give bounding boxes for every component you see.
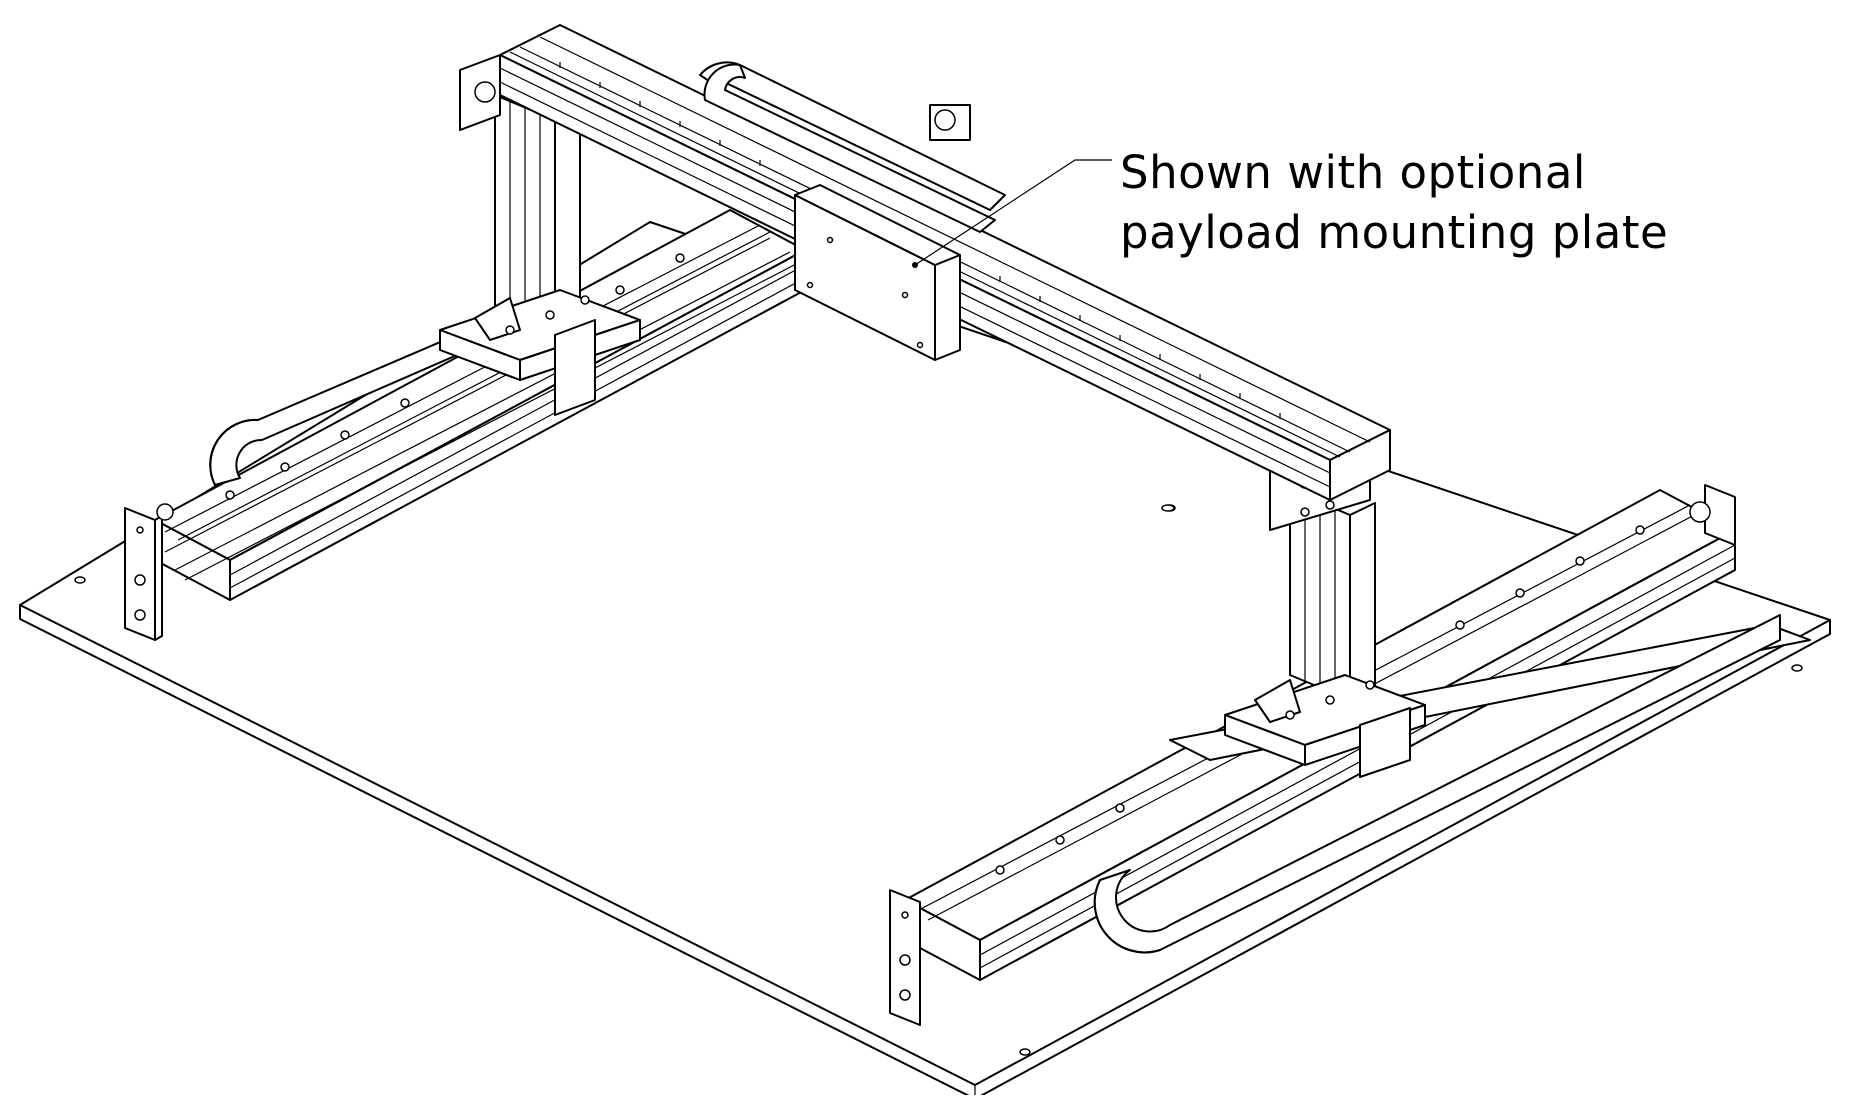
top-cable-chain [699,61,1006,233]
left-upright [439,94,641,416]
left-cable-chain [209,324,481,486]
annotation-line-2: payload mounting plate [1120,206,1669,259]
annotation-line-1: Shown with optional [1120,146,1586,199]
payload-mounting-plate [794,184,961,361]
callout-leader [914,159,1112,266]
left-y-rail [124,209,806,641]
mounting-hole [1161,504,1175,512]
annotation-callout: Shown with optional payload mounting pla… [1120,143,1668,263]
